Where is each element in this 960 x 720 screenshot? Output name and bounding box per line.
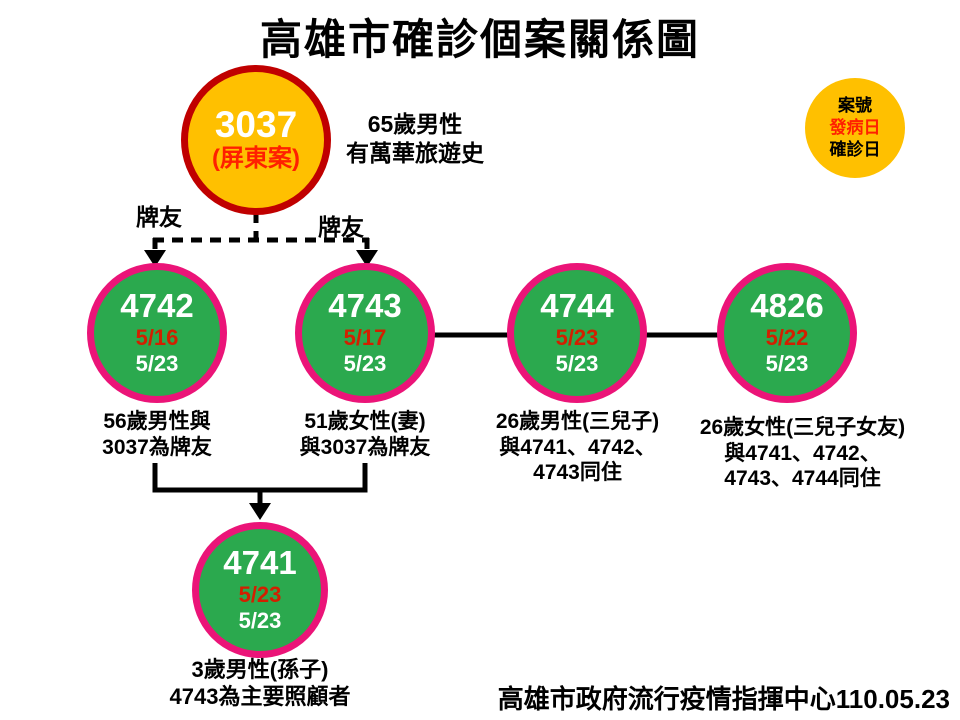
onset-date: 5/23 (555, 324, 599, 350)
footer-credit: 高雄市政府流行疫情指揮中心110.05.23 (497, 684, 950, 714)
confirmed-date: 5/23 (238, 608, 282, 634)
confirmed-date: 5/23 (135, 351, 179, 377)
onset-date: 5/17 (343, 324, 387, 350)
edge-label-left: 牌友 (136, 204, 182, 230)
description-line: 3037為牌友 (102, 435, 212, 459)
case-node-4742: 4742 5/16 5/23 (87, 263, 227, 403)
case-number: 4742 (120, 287, 194, 325)
description-line: 與3037為牌友 (299, 435, 431, 459)
case-number: 3037 (214, 104, 298, 146)
legend-case-label: 案號 (838, 95, 872, 115)
case-origin-label: (屏東案) (212, 145, 300, 173)
onset-date: 5/23 (238, 581, 282, 607)
source-case-node-3037: 3037 (屏東案) (181, 65, 331, 215)
description-line: 與4741、4742、 (724, 441, 881, 465)
legend-onset-label: 發病日 (829, 117, 881, 137)
note-line: 有萬華旅遊史 (346, 139, 484, 166)
case-description-4826: 26歲女性(三兒子女友) 與4741、4742、 4743、4744同住 (655, 415, 950, 492)
confirmed-date: 5/23 (555, 351, 599, 377)
description-line: 與4741、4742、 (499, 435, 656, 459)
case-description-4743: 51歲女性(妻) 與3037為牌友 (235, 409, 495, 460)
source-case-note: 65歲男性 有萬華旅遊史 (315, 110, 515, 168)
legend-circle: 案號 發病日 確診日 (805, 78, 905, 178)
case-node-4826: 4826 5/22 5/23 (717, 263, 857, 403)
case-node-4743: 4743 5/17 5/23 (295, 263, 435, 403)
edge-label-right: 牌友 (318, 214, 364, 240)
case-description-4744: 26歲男性(三兒子) 與4741、4742、 4743同住 (440, 409, 715, 486)
confirmed-date: 5/23 (343, 351, 387, 377)
page-title: 高雄市確診個案關係圖 (259, 16, 700, 63)
description-line: 56歲男性與 (103, 410, 211, 433)
description-line: 4743、4744同住 (724, 467, 881, 491)
onset-date: 5/16 (135, 324, 179, 350)
case-number: 4743 (328, 287, 402, 325)
caregiver-connector (152, 463, 368, 505)
note-line: 65歲男性 (367, 111, 463, 137)
case-node-4741: 4741 5/23 5/23 (192, 522, 328, 658)
case-description-4742: 56歲男性與 3037為牌友 (27, 409, 287, 460)
description-line: 26歲男性(三兒子) (495, 410, 660, 433)
case-description-4741: 3歲男性(孫子) 4743為主要照顧者 (100, 657, 420, 711)
onset-date: 5/22 (765, 324, 809, 350)
arrowhead-to-4741 (249, 503, 271, 520)
description-line: 4743為主要照顧者 (169, 683, 351, 709)
case-number: 4744 (540, 287, 614, 325)
case-node-4744: 4744 5/23 5/23 (507, 263, 647, 403)
description-line: 26歲女性(三兒子女友) (699, 416, 906, 439)
case-number: 4741 (223, 544, 297, 582)
description-line: 3歲男性(孫子) (191, 657, 329, 682)
confirmed-date: 5/23 (765, 351, 809, 377)
description-line: 4743同住 (533, 461, 622, 485)
legend-confirmed-label: 確診日 (829, 140, 881, 160)
description-line: 51歲女性(妻) (304, 410, 426, 433)
case-number: 4826 (750, 287, 824, 325)
